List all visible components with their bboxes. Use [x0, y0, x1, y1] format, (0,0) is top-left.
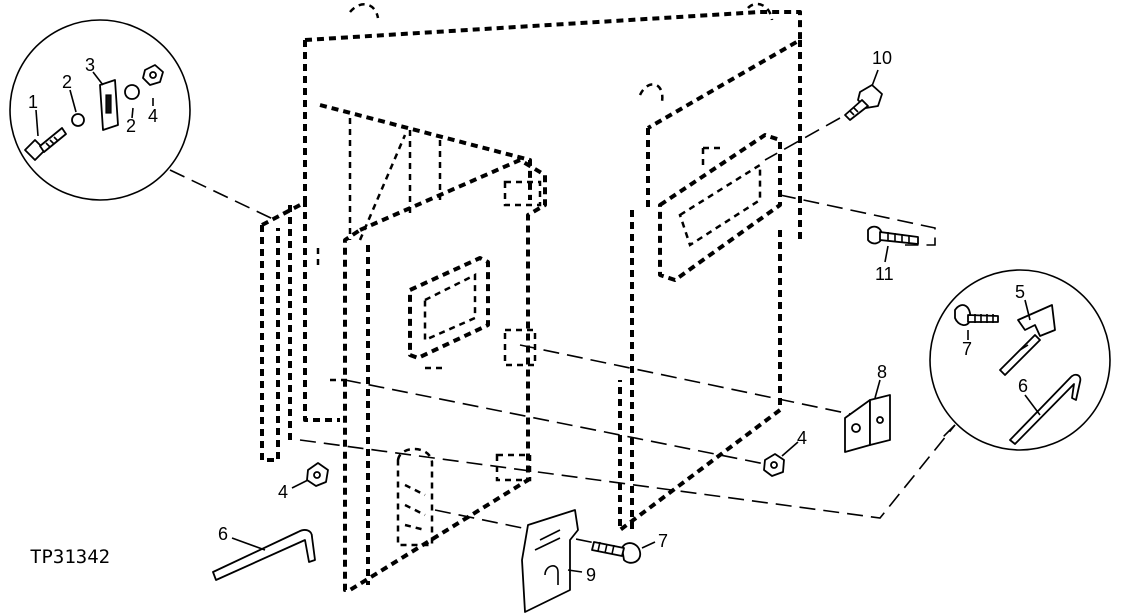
callout-10: 10: [872, 48, 892, 68]
callout-labels: 1 2 3 2 4 10 11 5 7 6 8 4 4 6 7 9: [28, 48, 1028, 585]
washer-part-2: [71, 113, 85, 127]
bracket-part-5: [999, 304, 1056, 376]
washer-part-2b: [124, 84, 140, 100]
bracket-part-9: [521, 509, 583, 613]
mounting-frame: [260, 2, 802, 592]
clip-part-3: [99, 79, 119, 131]
callout-3: 3: [85, 55, 95, 75]
callout-4c: 4: [278, 482, 288, 502]
callout-4a: 4: [148, 106, 158, 126]
assembly-lines: [169, 117, 956, 546]
callout-2b: 2: [126, 116, 136, 136]
nut-part-4-right: [763, 441, 799, 477]
hex-key-part-6: [1009, 373, 1082, 445]
bolt-part-10: [844, 69, 883, 121]
nut-part-4-left: [291, 462, 329, 489]
bolt-part-7-lower: [591, 541, 656, 564]
callout-8: 8: [877, 362, 887, 382]
bolt-part-1: [24, 127, 67, 161]
callout-4b: 4: [797, 428, 807, 448]
callout-5: 5: [1015, 282, 1025, 302]
callout-11: 11: [875, 264, 894, 284]
hex-key-part-6-lower: [212, 529, 316, 581]
callout-1: 1: [28, 92, 38, 112]
detail-circle-right: [929, 269, 1111, 451]
bolt-part-11: [867, 225, 919, 263]
bolt-part-7: [954, 304, 999, 326]
callout-7a: 7: [962, 339, 972, 359]
hinge-part-8: [844, 379, 891, 453]
detail-circle-left: [9, 19, 191, 201]
callout-6a: 6: [1018, 376, 1028, 396]
callout-9: 9: [586, 565, 596, 585]
figure-code: TP31342: [30, 546, 110, 568]
nut-part-4: [142, 64, 164, 86]
callout-7b: 7: [658, 531, 668, 551]
callout-6b: 6: [218, 524, 228, 544]
callout-2a: 2: [62, 72, 72, 92]
